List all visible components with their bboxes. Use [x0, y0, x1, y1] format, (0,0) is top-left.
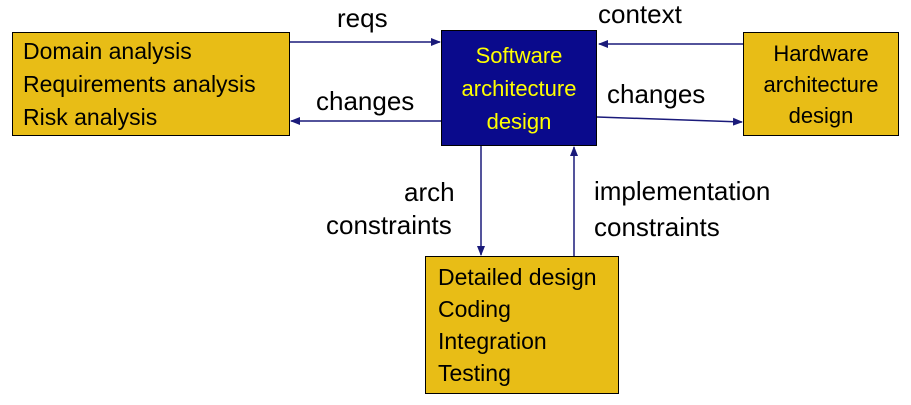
implementation-constraints-label: constraints	[594, 212, 720, 242]
hardware-architecture-box-line: Hardware	[773, 40, 869, 66]
changes-left-label: changes	[316, 86, 415, 116]
implementation-label: implementation	[594, 176, 771, 206]
analysis-box: Domain analysis Requirements analysis Ri…	[12, 32, 290, 136]
software-architecture-box-line: design	[486, 108, 552, 134]
implementation-box-line: Integration	[438, 328, 547, 354]
software-architecture-box-line: Software	[475, 42, 563, 68]
hardware-architecture-box-line: design	[788, 102, 854, 128]
analysis-box-line: Domain analysis	[23, 37, 192, 64]
reqs-label: reqs	[337, 3, 388, 33]
hardware-architecture-box-line: architecture	[763, 71, 879, 97]
implementation-box: Detailed design Coding Integration Testi…	[425, 256, 619, 394]
implementation-box-line: Testing	[438, 360, 511, 386]
arrow-changes-right	[596, 116, 743, 126]
implementation-box-line: Coding	[438, 296, 511, 322]
changes-right-label: changes	[607, 79, 706, 109]
software-architecture-design-box: Software architecture design	[441, 30, 597, 146]
context-label: context	[598, 0, 682, 29]
arch-label: arch	[404, 177, 455, 207]
software-architecture-box-line: architecture	[461, 75, 577, 101]
arch-constraints-label: constraints	[326, 210, 452, 240]
implementation-box-line: Detailed design	[438, 264, 597, 290]
analysis-box-line: Requirements analysis	[23, 70, 256, 97]
hardware-architecture-design-box: Hardware architecture design	[743, 32, 899, 136]
analysis-box-line: Risk analysis	[23, 103, 158, 130]
